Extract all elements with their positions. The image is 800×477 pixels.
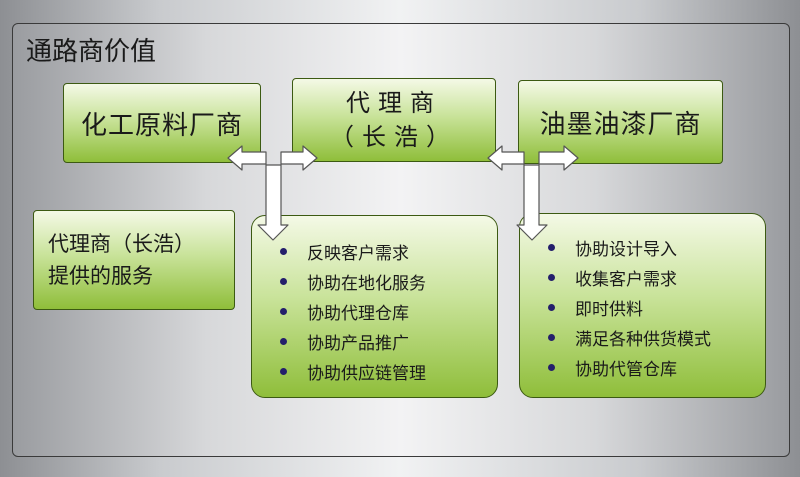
bullet-icon bbox=[548, 243, 555, 251]
list-item-text: 满足各种供货模式 bbox=[575, 329, 711, 350]
list-item-text: 协助代理仓库 bbox=[307, 303, 409, 324]
list-item: 反映客户需求 bbox=[280, 236, 426, 266]
list-item-text: 收集客户需求 bbox=[575, 269, 677, 290]
list-item-text: 协助产品推广 bbox=[307, 333, 409, 354]
distributor-box: 代理商 （长浩） bbox=[292, 78, 496, 162]
distributor-sublabel: （长浩） bbox=[330, 123, 458, 151]
downstream-services-box: 协助设计导入 收集客户需求 即时供料 满足各种供货模式 协助代管仓库 bbox=[519, 213, 766, 398]
list-item-text: 协助供应链管理 bbox=[307, 363, 426, 384]
list-item: 协助代理仓库 bbox=[280, 296, 426, 326]
bullet-icon bbox=[548, 273, 555, 281]
bullet-icon bbox=[280, 247, 287, 255]
distributor-label: 代理商 bbox=[346, 89, 442, 117]
bullet-icon bbox=[548, 303, 555, 311]
list-item: 协助在地化服务 bbox=[280, 266, 426, 296]
list-item: 协助供应链管理 bbox=[280, 356, 426, 386]
bullet-icon bbox=[280, 337, 287, 345]
list-item-text: 协助代管仓库 bbox=[575, 359, 677, 380]
downstream-services-list: 协助设计导入 收集客户需求 即时供料 满足各种供货模式 协助代管仓库 bbox=[548, 232, 711, 382]
chemical-supplier-label: 化工原料厂商 bbox=[80, 110, 243, 141]
list-item: 协助产品推广 bbox=[280, 326, 426, 356]
right-connector-arrow-icon bbox=[487, 145, 579, 241]
list-item-text: 即时供料 bbox=[575, 299, 643, 320]
list-item-text: 反映客户需求 bbox=[307, 243, 409, 264]
list-item: 收集客户需求 bbox=[548, 262, 711, 292]
chemical-supplier-box: 化工原料厂商 bbox=[63, 83, 261, 163]
left-connector-arrow-icon bbox=[227, 145, 318, 241]
list-item: 即时供料 bbox=[548, 292, 711, 322]
list-item: 协助代管仓库 bbox=[548, 352, 711, 382]
list-item: 满足各种供货模式 bbox=[548, 322, 711, 352]
list-item-text: 协助设计导入 bbox=[575, 239, 677, 260]
diagram-title: 通路商价值 bbox=[26, 37, 157, 67]
services-box: 代理商（长浩） 提供的服务 bbox=[33, 210, 235, 310]
list-item-text: 协助在地化服务 bbox=[307, 273, 426, 294]
bullet-icon bbox=[280, 277, 287, 285]
list-item: 协助设计导入 bbox=[548, 232, 711, 262]
upstream-services-box: 反映客户需求 协助在地化服务 协助代理仓库 协助产品推广 协助供应链管理 bbox=[251, 215, 498, 398]
bullet-icon bbox=[548, 333, 555, 341]
ink-paint-maker-box: 油墨油漆厂商 bbox=[518, 80, 723, 164]
bullet-icon bbox=[280, 307, 287, 315]
services-label-line2: 提供的服务 bbox=[48, 264, 153, 288]
bullet-icon bbox=[548, 363, 555, 371]
upstream-services-list: 反映客户需求 协助在地化服务 协助代理仓库 协助产品推广 协助供应链管理 bbox=[280, 236, 426, 386]
bullet-icon bbox=[280, 367, 287, 375]
services-label-line1: 代理商（长浩） bbox=[48, 232, 195, 256]
ink-paint-maker-label: 油墨油漆厂商 bbox=[539, 109, 702, 140]
